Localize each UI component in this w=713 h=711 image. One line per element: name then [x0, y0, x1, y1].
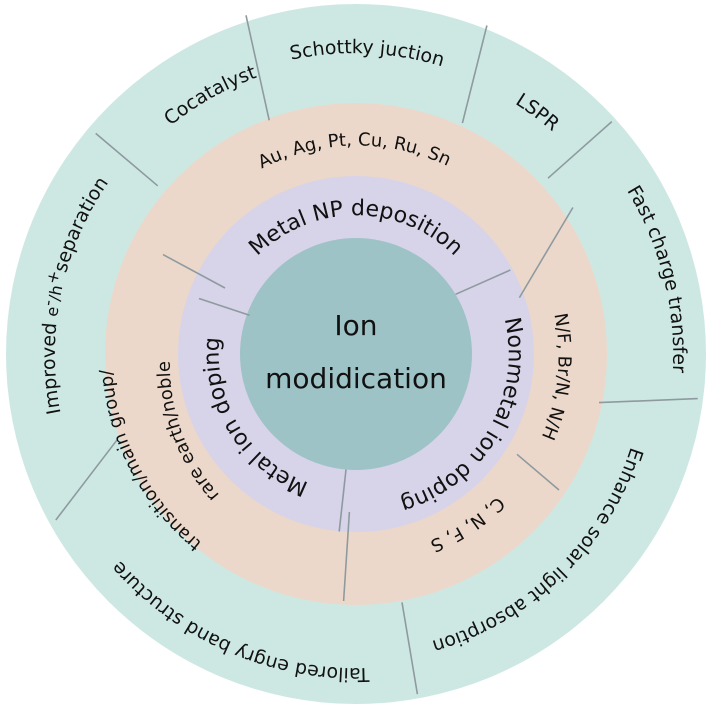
electron-symbol: e — [42, 305, 62, 317]
center-title-line1: Ion — [334, 309, 377, 342]
center-circle — [240, 238, 472, 470]
hole-symbol: /h — [45, 283, 67, 302]
center-title-line2: modidication — [265, 362, 447, 395]
electron-charge: - — [38, 298, 58, 307]
lavender-dividers — [198, 269, 511, 532]
outer-dividers — [55, 15, 698, 695]
hole-charge: + — [42, 268, 64, 286]
peach-dividers — [162, 207, 574, 602]
